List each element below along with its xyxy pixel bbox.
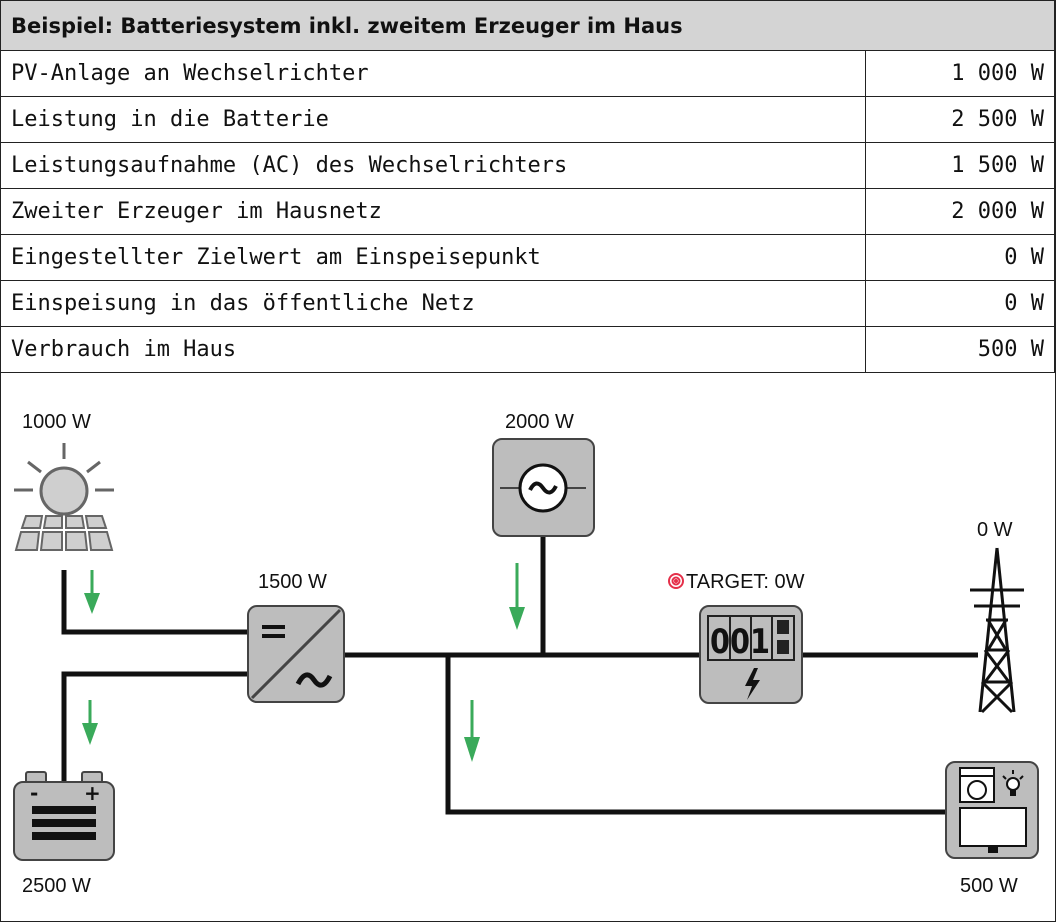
row-value: 0 W (864, 234, 1056, 281)
target-icon (668, 573, 684, 589)
row-label: Verbrauch im Haus (0, 326, 866, 373)
table-row: Leistung in die Batterie 2 500 W (0, 96, 1056, 143)
battery-icon: - + (13, 771, 115, 861)
table-row: Zweiter Erzeuger im Hausnetz 2 000 W (0, 188, 1056, 235)
row-label: PV-Anlage an Wechselrichter (0, 50, 866, 97)
table-header-row: Beispiel: Batteriesystem inkl. zweitem E… (0, 0, 1056, 51)
sun-icon (14, 443, 114, 516)
grid-tower-icon (970, 547, 1024, 714)
target-label: TARGET: 0W (686, 571, 805, 593)
battery-plus: + (84, 781, 101, 805)
pv-power-label: 1000 W (22, 411, 91, 433)
row-label: Leistungsaufnahme (AC) des Wechselrichte… (0, 142, 866, 189)
table-row: Einspeisung in das öffentliche Netz 0 W (0, 280, 1056, 327)
battery-power-label: 2500 W (22, 875, 91, 897)
meter-icon: 001 (699, 605, 803, 704)
energy-flow-diagram: 1000 W 1500 W 2000 W TARGET: 0W 001 (13, 411, 1039, 897)
row-value: 0 W (864, 280, 1056, 327)
generator-power-label: 2000 W (505, 411, 574, 433)
row-label: Zweiter Erzeuger im Hausnetz (0, 188, 866, 235)
grid-power-label: 0 W (977, 519, 1013, 541)
row-value: 1 000 W (864, 50, 1056, 97)
table-title: Beispiel: Batteriesystem inkl. zweitem E… (0, 0, 1056, 51)
table-row: Verbrauch im Haus 500 W (0, 326, 1056, 373)
consumer-icon (945, 761, 1039, 859)
wiring (61, 536, 978, 815)
row-label: Einspeisung in das öffentliche Netz (0, 280, 866, 327)
row-label: Leistung in die Batterie (0, 96, 866, 143)
table-row: Leistungsaufnahme (AC) des Wechselrichte… (0, 142, 1056, 189)
example-table: Beispiel: Batteriesystem inkl. zweitem E… (0, 0, 1056, 373)
inverter-icon (247, 605, 345, 703)
row-value: 2 000 W (864, 188, 1056, 235)
inverter-power-label: 1500 W (258, 571, 327, 593)
row-value: 1 500 W (864, 142, 1056, 189)
solar-panel-icon (14, 515, 114, 551)
meter-digits: 001 (710, 622, 770, 662)
generator-icon (492, 438, 595, 537)
battery-minus: - (30, 781, 38, 805)
table-row: PV-Anlage an Wechselrichter 1 000 W (0, 50, 1056, 97)
row-value: 500 W (864, 326, 1056, 373)
row-value: 2 500 W (864, 96, 1056, 143)
row-label: Eingestellter Zielwert am Einspeisepunkt (0, 234, 866, 281)
table-row: Eingestellter Zielwert am Einspeisepunkt… (0, 234, 1056, 281)
flow-arrow-icon (82, 563, 525, 762)
consumer-power-label: 500 W (960, 875, 1018, 897)
